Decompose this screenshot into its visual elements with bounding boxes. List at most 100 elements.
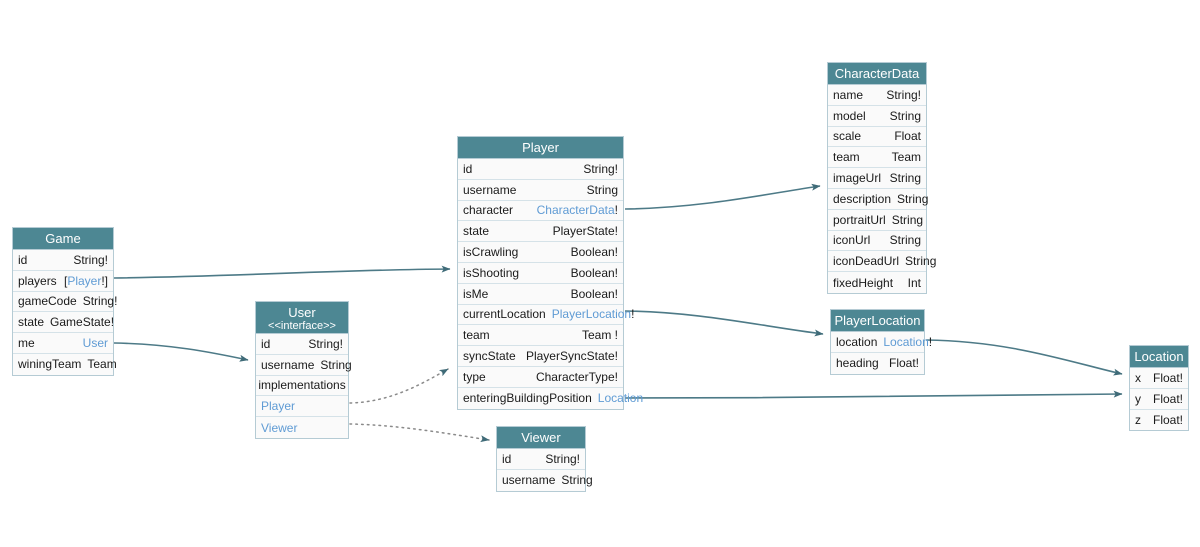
field-name: name bbox=[833, 87, 864, 102]
field-name: iconUrl bbox=[833, 233, 871, 248]
type-link[interactable]: User bbox=[82, 336, 108, 351]
field-type: String! bbox=[545, 451, 580, 466]
field-row: state PlayerState! bbox=[458, 221, 623, 243]
field-type: String bbox=[905, 254, 937, 269]
field-type: User bbox=[77, 336, 108, 350]
field-name: y bbox=[1135, 391, 1141, 406]
field-row: enteringBuildingPosition Location bbox=[458, 387, 643, 409]
type-link[interactable]: Location bbox=[883, 334, 929, 349]
field-type: [Player!] bbox=[63, 273, 108, 288]
field-name: state bbox=[463, 224, 490, 239]
field-name: me bbox=[18, 336, 35, 351]
entity-header-user: User<<interface>> bbox=[256, 302, 348, 334]
field-type: Team ! bbox=[581, 328, 618, 343]
field-row: location Location! bbox=[831, 332, 932, 353]
field-type: String bbox=[586, 182, 618, 197]
field-row: isCrawling Boolean! bbox=[458, 242, 623, 263]
field-type: PlayerSyncState! bbox=[525, 349, 618, 364]
field-name: username bbox=[502, 473, 556, 488]
edge-user-implements-player bbox=[349, 368, 449, 404]
field-type: PlayerState! bbox=[552, 224, 618, 239]
field-row: model String bbox=[828, 105, 926, 127]
field-name: scale bbox=[833, 129, 862, 144]
type-link[interactable]: Player bbox=[261, 399, 296, 414]
field-name: username bbox=[261, 357, 315, 372]
entity-header-player: Player bbox=[458, 137, 623, 159]
field-name: description bbox=[833, 191, 892, 206]
field-row: imageUrl String bbox=[828, 168, 926, 189]
field-type: Location bbox=[592, 391, 643, 405]
field-type: String! bbox=[886, 87, 921, 102]
field-name: syncState bbox=[463, 349, 516, 364]
field-row: heading Float! bbox=[831, 352, 924, 374]
type-link[interactable]: PlayerLocation bbox=[551, 307, 632, 322]
field-name: model bbox=[833, 108, 866, 123]
field-type: String bbox=[889, 108, 921, 123]
implementation-player[interactable]: Player bbox=[256, 396, 348, 418]
field-row: username String bbox=[497, 469, 593, 491]
edge-game-me-to-user bbox=[113, 342, 249, 362]
edge-user-implements-viewer bbox=[349, 423, 490, 443]
field-name: username bbox=[463, 182, 517, 197]
field-name: x bbox=[1135, 370, 1141, 385]
field-name: currentLocation bbox=[463, 307, 546, 322]
field-row: x Float! bbox=[1130, 368, 1188, 389]
field-type: Float bbox=[894, 129, 921, 144]
field-type: Float! bbox=[888, 356, 919, 371]
entity-header-viewer: Viewer bbox=[497, 427, 585, 449]
field-type: String bbox=[897, 191, 929, 206]
edge-player-character-to-chardata bbox=[624, 183, 821, 210]
field-name: heading bbox=[836, 356, 879, 371]
field-row: me User bbox=[13, 333, 113, 354]
field-name: isCrawling bbox=[463, 245, 519, 260]
field-type: String bbox=[561, 473, 593, 488]
field-name: iconDeadUrl bbox=[833, 254, 900, 269]
type-link[interactable]: Player bbox=[67, 273, 102, 288]
field-type: Boolean! bbox=[570, 245, 618, 260]
field-row: description String bbox=[828, 188, 929, 210]
type-link[interactable]: Viewer bbox=[261, 420, 298, 435]
field-type: String bbox=[889, 233, 921, 248]
field-type: Float! bbox=[1152, 370, 1183, 385]
field-name: portraitUrl bbox=[833, 212, 886, 227]
entity-header-playerlocation: PlayerLocation bbox=[831, 310, 924, 332]
field-row: name String! bbox=[828, 85, 926, 106]
field-type: Team bbox=[891, 150, 921, 165]
type-link[interactable]: CharacterData bbox=[536, 203, 615, 218]
field-type: GameState! bbox=[50, 315, 115, 330]
field-name: location bbox=[836, 334, 878, 349]
field-name: winingTeam bbox=[18, 357, 82, 372]
field-type: String bbox=[889, 171, 921, 186]
field-row: username String bbox=[458, 179, 623, 201]
field-name: enteringBuildingPosition bbox=[463, 391, 592, 406]
entity-header-game: Game bbox=[13, 228, 113, 250]
field-type: String! bbox=[583, 161, 618, 176]
entity-stereotype: <<interface>> bbox=[268, 320, 336, 332]
field-name: isShooting bbox=[463, 265, 520, 280]
type-link[interactable]: Location bbox=[597, 391, 644, 406]
field-type: Boolean! bbox=[570, 286, 618, 301]
entity-playerlocation[interactable]: PlayerLocation location Location! heading Fl… bbox=[830, 309, 932, 375]
field-type: Location! bbox=[883, 334, 933, 349]
implementation-viewer[interactable]: Viewer bbox=[256, 417, 348, 438]
field-name: imageUrl bbox=[833, 171, 882, 186]
field-type: String! bbox=[73, 252, 108, 267]
edge-player-currloc-to-playerloc bbox=[624, 310, 824, 337]
